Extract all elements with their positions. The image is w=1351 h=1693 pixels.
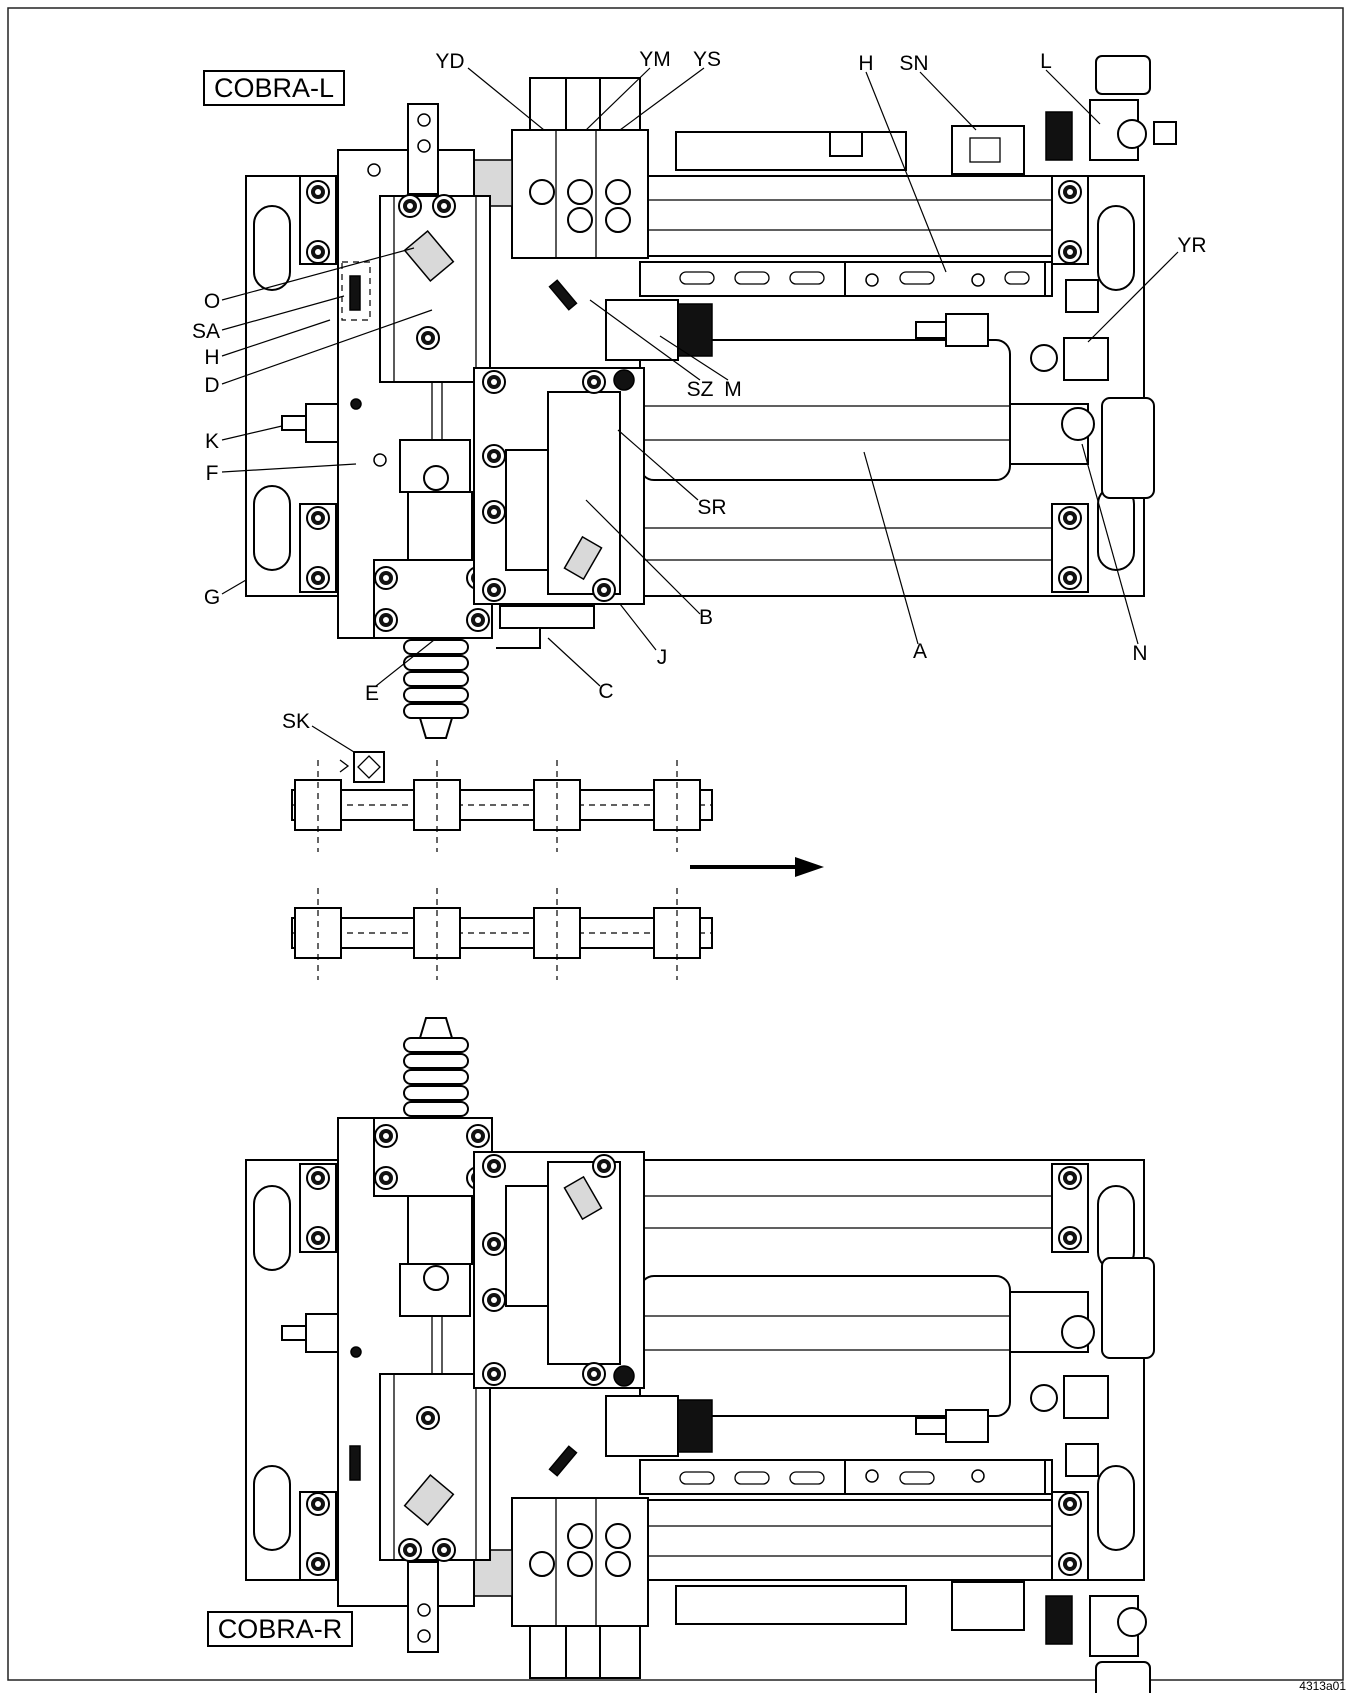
actuator-housing <box>639 339 1011 481</box>
label-g: G <box>204 586 220 609</box>
label-a: A <box>913 640 927 663</box>
label-o: O <box>204 290 220 313</box>
title-box-bottom <box>207 1611 353 1647</box>
cylinder-d <box>379 195 491 383</box>
leader-lines <box>221 67 1179 753</box>
title-bottom: COBRA-R <box>218 1614 343 1644</box>
label-l: L <box>1040 50 1052 73</box>
label-b: B <box>699 606 713 629</box>
label-sz: SZ <box>687 378 714 401</box>
label-m: M <box>724 378 742 401</box>
regulator-l <box>1095 55 1151 95</box>
label-h-top: H <box>858 52 873 75</box>
label-n: N <box>1132 642 1147 665</box>
label-d: D <box>204 374 219 397</box>
label-sk: SK <box>282 710 310 733</box>
bracket-c <box>499 605 595 629</box>
label-sr: SR <box>697 496 726 519</box>
cobra-r-assembly <box>245 1017 1155 1693</box>
bellows-e <box>403 639 469 739</box>
guide-rail <box>639 175 1053 257</box>
valve-yr <box>1063 337 1109 381</box>
drawing-ref: 4313a01 <box>1299 1679 1346 1693</box>
title-top: COBRA-L <box>214 73 334 103</box>
label-sa: SA <box>192 320 220 343</box>
label-c: C <box>598 680 613 703</box>
label-ym: YM <box>639 48 671 71</box>
label-j: J <box>657 646 668 669</box>
label-e: E <box>365 682 379 705</box>
switch-sz <box>548 279 578 311</box>
base-slot <box>253 205 291 291</box>
label-f: F <box>206 462 219 485</box>
label-yd: YD <box>435 50 464 73</box>
label-sn: SN <box>899 52 928 75</box>
motor-m <box>605 299 679 361</box>
cylinder-e <box>407 491 473 563</box>
base-slot <box>253 485 291 571</box>
sensor-h <box>844 261 1046 297</box>
label-yr: YR <box>1177 234 1206 257</box>
stop-k <box>305 403 339 443</box>
sensor-sn <box>951 125 1025 175</box>
base-slot <box>1097 205 1135 291</box>
label-h-left: H <box>204 346 219 369</box>
title-box-top <box>203 70 345 106</box>
cobra-l-assembly <box>245 55 1177 739</box>
label-k: K <box>205 430 219 453</box>
label-ys: YS <box>693 48 721 71</box>
sensor-sk <box>353 751 385 783</box>
conveyor <box>291 751 824 980</box>
drawing-frame <box>7 7 1344 1681</box>
solenoid-box <box>1101 397 1155 499</box>
